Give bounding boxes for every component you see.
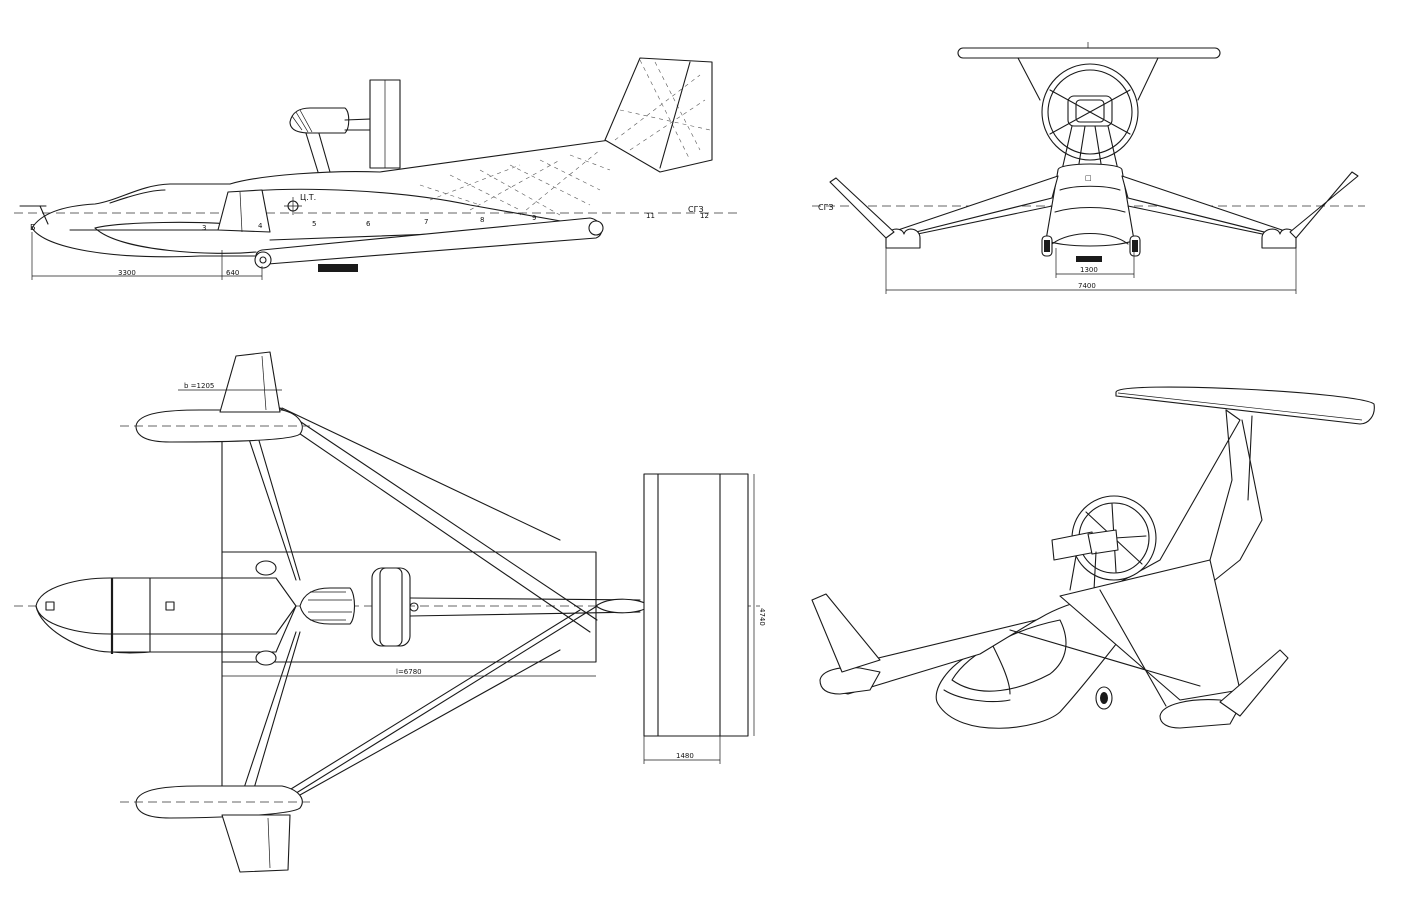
persp-engine-rear (1087, 529, 1119, 555)
side-nose-probe-strut (39, 205, 49, 225)
front-stabilizer (957, 47, 1221, 59)
front-left-wing (897, 175, 1059, 237)
side-canopy (31, 183, 231, 229)
side-dim-gear: 640 (226, 269, 239, 277)
front-pylon-inner (1077, 125, 1103, 171)
side-vertical-tail (604, 57, 713, 173)
top-nose-marker (45, 601, 55, 611)
side-wheel-hub (259, 256, 267, 264)
station-label: 9 (532, 214, 536, 222)
persp-left-float (819, 666, 881, 695)
top-upper-tip-fin (219, 351, 281, 413)
front-left-strut (907, 205, 1053, 237)
persp-wheel-tire (1100, 692, 1108, 704)
side-nose-label: Б (30, 223, 36, 232)
persp-wing-strut (1009, 629, 1201, 687)
top-lower-tip-fin (221, 814, 291, 873)
side-dim-nose: 3300 (118, 269, 136, 277)
front-scale-bar (1076, 256, 1102, 262)
persp-stab-edge (1117, 392, 1363, 421)
side-waterline-label: СГЗ (688, 205, 704, 214)
front-wheel-tire (1132, 240, 1138, 252)
station-label: 7 (424, 218, 428, 226)
top-vent (255, 650, 277, 666)
front-dim-track: 1300 (1080, 266, 1098, 274)
top-dim-chord: b =1205 (184, 382, 214, 390)
side-engine-nacelle (289, 107, 350, 134)
top-lower-spar (239, 631, 301, 803)
side-view: Ц.Т. СГЗ Б 3 4 5 6 7 8 9 11 12 3300 640 (14, 57, 740, 280)
station-label: 5 (312, 220, 316, 228)
top-dim-stab-span: 4740 (758, 608, 766, 626)
side-scale-bar (318, 264, 358, 272)
top-vent (255, 560, 277, 576)
persp-left-tip-fin (811, 593, 881, 673)
side-wing-root (217, 189, 271, 233)
top-prop-duct (371, 567, 411, 647)
top-engine (299, 587, 356, 625)
front-mark: □ (1085, 174, 1092, 182)
top-fuselage-lower (35, 605, 297, 653)
top-view: b =1205 l=6780 4740 1480 (14, 351, 766, 873)
top-duct-hub (409, 602, 419, 612)
front-right-strut (1127, 205, 1273, 237)
side-cg-label: Ц.Т. (300, 193, 316, 202)
station-label: 3 (202, 224, 206, 232)
side-rear-wheel (588, 220, 604, 236)
side-boom-structure (419, 149, 611, 216)
top-boom-tail (595, 598, 651, 614)
perspective-view (811, 386, 1375, 729)
front-tail-struts (1017, 57, 1159, 101)
station-label: 11 (646, 212, 655, 220)
station-label: 12 (700, 212, 709, 220)
persp-tail-line (1247, 415, 1253, 501)
side-boom-top (229, 139, 611, 185)
front-right-tip-fin (1289, 171, 1359, 239)
top-dim-stab-chord: 1480 (676, 752, 694, 760)
front-prop-blades (1049, 89, 1131, 135)
top-stabilizer (643, 473, 749, 737)
front-engine-core (1075, 99, 1105, 123)
top-lower-strut (269, 605, 598, 803)
persp-pylon (1069, 551, 1097, 591)
side-nacelle-hatch (291, 109, 313, 133)
front-fuselage-frames (1054, 185, 1126, 213)
side-float-bottom (94, 227, 257, 254)
top-boom (409, 597, 641, 617)
side-hull-bottom (31, 227, 263, 258)
front-dim-span: 7400 (1078, 282, 1096, 290)
side-rudder-line (659, 61, 691, 169)
front-view: СГЗ □ (812, 42, 1365, 294)
front-hull-bottom (1051, 232, 1129, 245)
persp-stabilizer (1115, 386, 1375, 425)
front-waterline-label: СГЗ (818, 203, 834, 212)
side-pylon (304, 129, 331, 173)
persp-wing-strut (1099, 589, 1167, 707)
side-root-line (239, 191, 243, 233)
top-fuselage-marker (165, 601, 175, 611)
persp-tail-fin (1199, 419, 1263, 593)
station-label: 8 (480, 216, 484, 224)
front-duct-inner (1047, 69, 1133, 155)
station-label: 6 (366, 220, 371, 228)
side-wing-strut (255, 217, 603, 265)
persp-nose-line (943, 689, 1011, 703)
top-duct-inner (379, 567, 403, 647)
side-boom-mid (239, 188, 601, 229)
top-fin-line (267, 817, 271, 869)
front-wheel-tire (1044, 240, 1050, 252)
side-canopy-frame (109, 189, 166, 204)
station-label: 4 (258, 222, 263, 230)
top-engine-fins (308, 591, 352, 621)
top-upper-strut (267, 407, 598, 633)
front-right-wing (1121, 175, 1283, 237)
top-dim-length: l=6780 (396, 668, 422, 676)
front-left-tip-fin (829, 177, 895, 239)
persp-right-tip-fin (1219, 649, 1289, 717)
top-fin-line (261, 355, 267, 411)
front-pylon (1061, 125, 1119, 171)
